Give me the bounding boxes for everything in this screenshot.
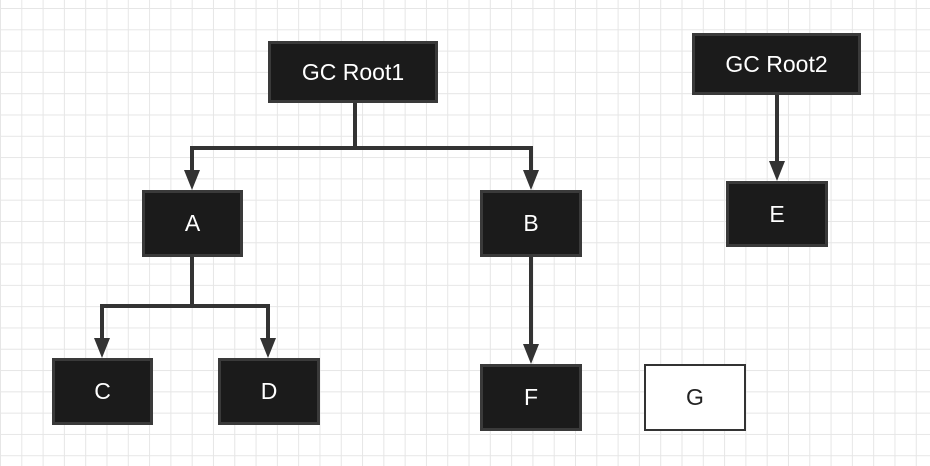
node-a: A bbox=[142, 190, 243, 257]
node-e: E bbox=[726, 181, 828, 247]
arrowhead-f bbox=[523, 344, 539, 364]
node-f: F bbox=[480, 364, 582, 431]
node-b: B bbox=[480, 190, 582, 257]
edge-a-to-d bbox=[192, 304, 270, 340]
edge-gc-root1-to-a bbox=[190, 103, 357, 172]
edge-gc-root1-to-b bbox=[355, 146, 533, 172]
arrowhead-c bbox=[94, 338, 110, 358]
node-gc-root2: GC Root2 bbox=[692, 33, 861, 95]
node-c: C bbox=[52, 358, 153, 425]
node-d: D bbox=[218, 358, 320, 425]
arrowhead-a bbox=[184, 170, 200, 190]
edge-a-to-c bbox=[100, 257, 194, 340]
node-g: G bbox=[644, 364, 746, 431]
arrowhead-d bbox=[260, 338, 276, 358]
arrowhead-b bbox=[523, 170, 539, 190]
node-gc-root1: GC Root1 bbox=[268, 41, 438, 103]
arrowhead-e bbox=[769, 161, 785, 181]
